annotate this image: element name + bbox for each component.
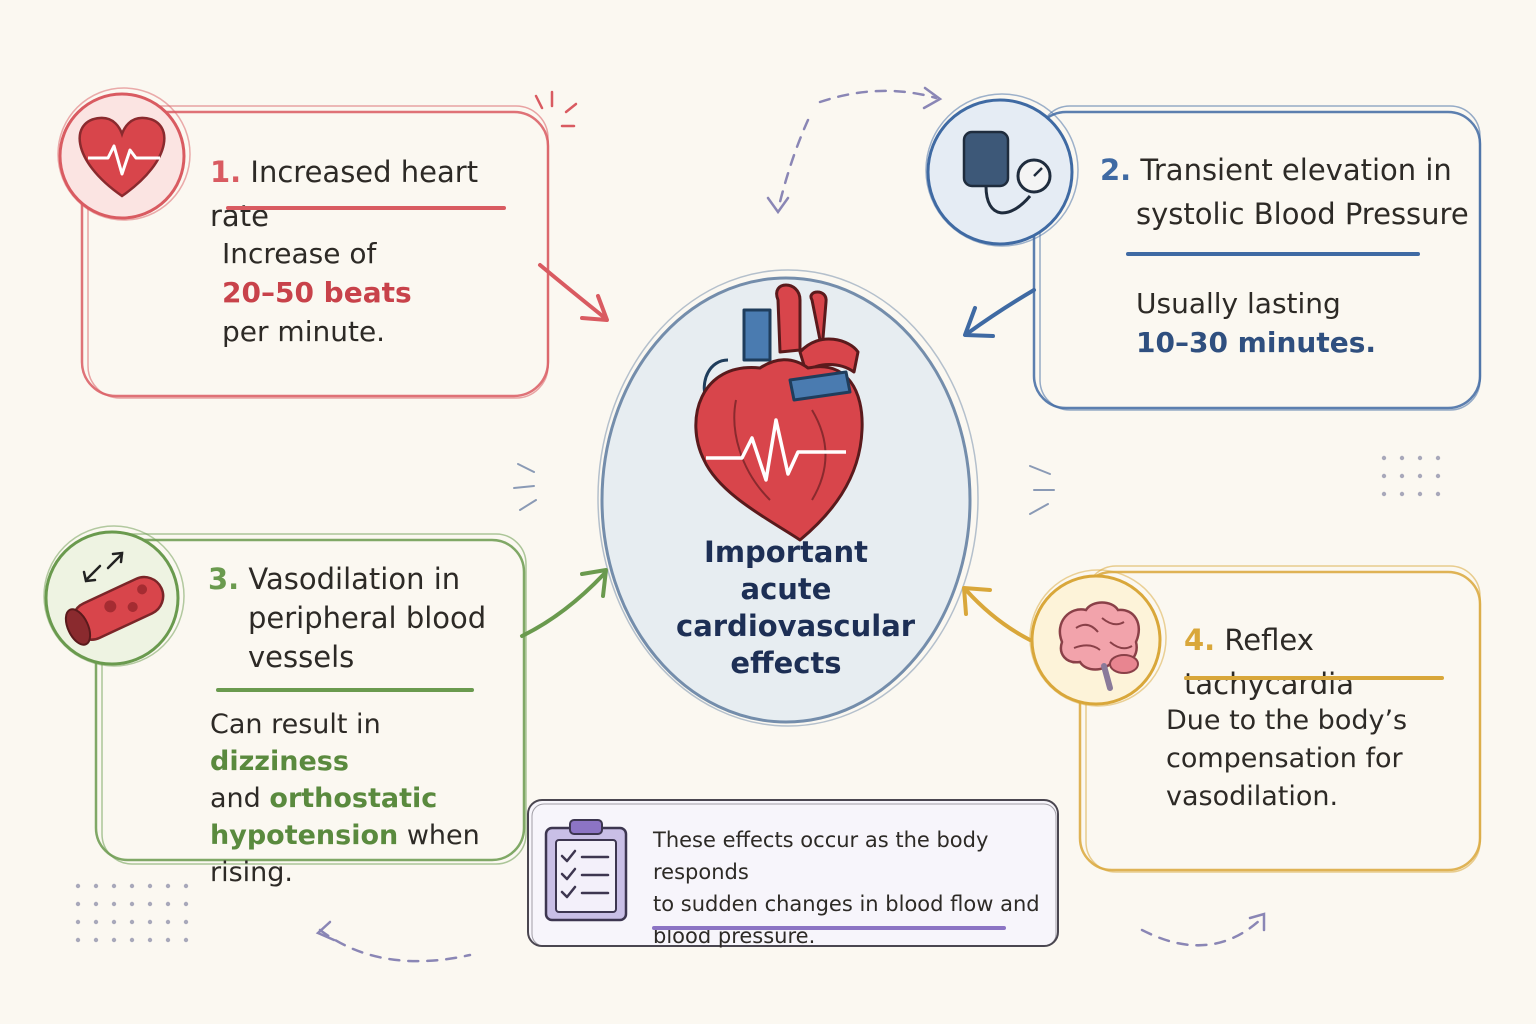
card-3-title-line3: vessels: [248, 640, 355, 674]
decor-dot: [75, 901, 81, 907]
decor-dot: [1417, 473, 1423, 479]
card-4-title-text: Reflex tachycardia: [1184, 623, 1354, 701]
card-increased-heart-rate: 1. Increased heart rate Increase of 20–5…: [90, 114, 546, 394]
card-4-body: Due to the body’s compensation for vasod…: [1166, 702, 1466, 816]
decor-dot: [129, 883, 135, 889]
decor-dot: [129, 919, 135, 925]
summary-note-line3: blood pressure.: [653, 924, 816, 948]
decor-dot: [147, 883, 153, 889]
card-3-title-line2: peripheral blood: [248, 601, 487, 635]
decor-dot: [165, 901, 171, 907]
card-3-body-3: when: [406, 820, 480, 851]
summary-note-underline: [652, 926, 1006, 930]
decor-dot: [129, 937, 135, 943]
card-3-title-line1: Vasodilation in: [248, 562, 461, 596]
decor-dot: [165, 937, 171, 943]
decor-dot: [183, 901, 189, 907]
card-4-number: 4.: [1184, 623, 1216, 657]
decor-dot: [111, 883, 117, 889]
card-1-underline: [226, 206, 506, 210]
decor-dot: [1381, 455, 1387, 461]
card-2-number: 2.: [1100, 153, 1132, 187]
card-3-body-1: Can result in: [210, 709, 381, 740]
card-1-body-post: per minute.: [222, 315, 386, 348]
decor-dot: [75, 883, 81, 889]
card-3-body: Can result in dizziness and orthostatic …: [210, 706, 510, 891]
card-reflex-tachycardia: 4. Reflex tachycardia Due to the body’s …: [1084, 572, 1478, 870]
card-3-highlight-3: hypotension: [210, 820, 399, 851]
summary-note-line1: These effects occur as the body responds: [653, 828, 989, 884]
card-4-body-line2: compensation for: [1166, 743, 1403, 774]
decor-dot: [93, 919, 99, 925]
card-4-underline: [1184, 676, 1444, 680]
card-2-title-line1: Transient elevation in: [1140, 153, 1452, 187]
card-vasodilation: 3. Vasodilation in peripheral blood vess…: [100, 540, 524, 888]
card-1-body: Increase of 20–50 beats per minute.: [222, 234, 522, 351]
decor-dot: [129, 901, 135, 907]
decor-dot: [183, 937, 189, 943]
center-title: Important acute cardiovascular effects: [676, 535, 916, 680]
decor-dot: [147, 919, 153, 925]
card-2-highlight: 10–30 minutes.: [1136, 326, 1376, 359]
card-1-body-pre: Increase of: [222, 237, 377, 270]
summary-note: These effects occur as the body responds…: [528, 800, 1058, 948]
decor-dot: [93, 883, 99, 889]
card-4-body-line1: Due to the body’s: [1166, 705, 1408, 736]
decor-dot: [111, 901, 117, 907]
decor-dot: [111, 919, 117, 925]
card-3-body-2: and: [210, 783, 261, 814]
card-1-number: 1.: [210, 155, 242, 189]
card-1-title-text: Increased heart rate: [210, 155, 479, 233]
card-1-highlight: 20–50 beats: [222, 276, 412, 309]
card-3-underline: [216, 688, 474, 692]
decor-dot: [1399, 491, 1405, 497]
decor-dot: [1381, 473, 1387, 479]
decor-dot: [1435, 491, 1441, 497]
card-2-title: 2. Transient elevation in systolic Blood…: [1100, 148, 1470, 236]
card-2-underline: [1126, 252, 1420, 256]
card-2-body: Usually lasting 10–30 minutes.: [1136, 284, 1456, 362]
card-3-highlight-2: orthostatic: [269, 783, 438, 814]
decor-dot: [165, 919, 171, 925]
card-3-number: 3.: [208, 562, 240, 596]
decor-dot: [183, 883, 189, 889]
decor-dot: [1417, 455, 1423, 461]
card-systolic-blood-pressure: 2. Transient elevation in systolic Blood…: [1040, 112, 1478, 406]
decor-dot: [183, 919, 189, 925]
summary-note-line2: to sudden changes in blood flow and: [653, 892, 1040, 916]
card-2-body-pre: Usually lasting: [1136, 287, 1341, 320]
decor-dot: [111, 937, 117, 943]
card-3-highlight-1: dizziness: [210, 746, 349, 777]
card-3-title: 3. Vasodilation in peripheral blood vess…: [208, 560, 508, 677]
decor-dot: [1399, 473, 1405, 479]
decor-dot: [93, 937, 99, 943]
decor-dot: [1399, 455, 1405, 461]
card-4-title: 4. Reflex tachycardia: [1184, 618, 1484, 706]
decor-dot: [1435, 455, 1441, 461]
decor-dot: [147, 937, 153, 943]
decor-dot: [93, 901, 99, 907]
decor-dot: [1417, 491, 1423, 497]
decor-dot: [75, 937, 81, 943]
summary-note-text: These effects occur as the body responds…: [653, 824, 1053, 952]
card-3-body-4: rising.: [210, 857, 294, 888]
decor-dot: [147, 901, 153, 907]
card-4-body-line3: vasodilation.: [1166, 781, 1339, 812]
decor-dot: [165, 883, 171, 889]
card-2-title-line2: systolic Blood Pressure: [1136, 197, 1469, 231]
card-1-title: 1. Increased heart rate: [210, 150, 530, 238]
decor-dot: [1435, 473, 1441, 479]
decor-dot: [1381, 491, 1387, 497]
decor-dot: [75, 919, 81, 925]
